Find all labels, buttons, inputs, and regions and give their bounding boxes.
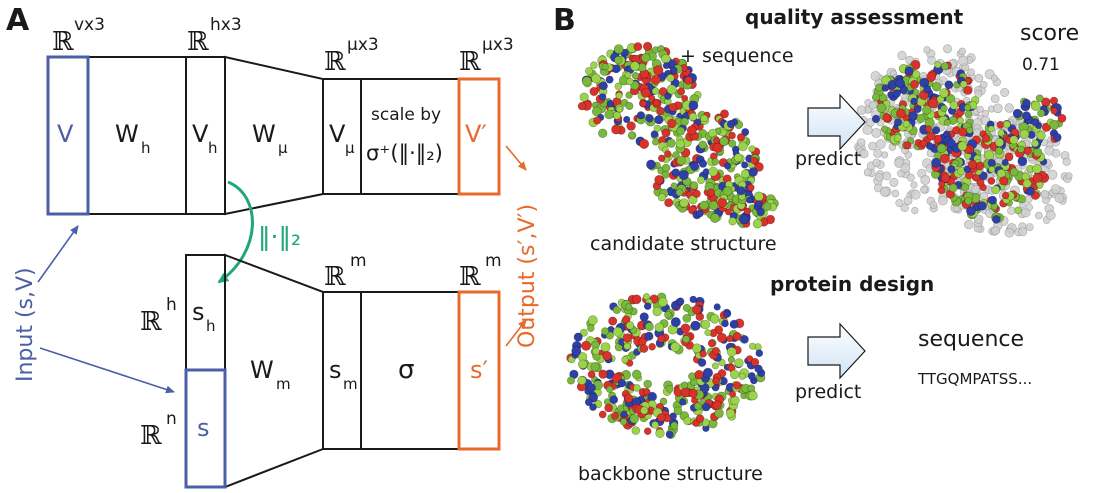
norm-label: ‖·‖₂ (258, 222, 301, 251)
output-label: Output (s′,V′) (515, 204, 540, 348)
dim-v3: ℝ vx3 (52, 15, 105, 57)
svg-text:ℝ: ℝ (140, 421, 162, 451)
svg-text:m: m (276, 375, 291, 393)
V-input-block (46, 55, 90, 216)
dim-h3: ℝ hx3 (187, 15, 242, 57)
backbone-structure-label: backbone structure (578, 463, 763, 485)
protein-design-title: protein design (770, 272, 934, 296)
s-label: s (197, 414, 210, 442)
input-arrow-s (39, 347, 175, 394)
norm-arrow (217, 180, 254, 284)
predict-label-bottom: predict (795, 381, 861, 403)
scale-by-label: scale by (371, 105, 441, 125)
sigma-label: σ (398, 355, 414, 385)
V-prime-label: V′ (465, 120, 487, 148)
svg-text:m: m (343, 375, 358, 393)
dim-m-out: ℝ m (459, 251, 502, 292)
svg-text:V: V (192, 120, 209, 148)
predict-arrow-top (807, 93, 866, 151)
input-arrow-V (37, 225, 79, 283)
svg-text:hx3: hx3 (210, 15, 242, 35)
svg-text:W: W (250, 356, 274, 384)
svg-text:W: W (115, 120, 139, 148)
dim-h: ℝ h (140, 295, 177, 337)
svg-text:W: W (252, 120, 276, 148)
dim-n: ℝ n (140, 409, 177, 451)
svg-text:h: h (206, 317, 216, 335)
svg-text:V: V (329, 120, 346, 148)
scale-block (360, 78, 460, 195)
dim-mu3: ℝ μx3 (324, 35, 379, 77)
panel-a-label: A (6, 3, 30, 38)
svg-text:ℝ: ℝ (324, 262, 346, 292)
dim-m: ℝ m (324, 251, 367, 292)
svg-text:h: h (166, 295, 177, 315)
svg-text:s: s (329, 356, 342, 384)
svg-text:ℝ: ℝ (459, 47, 481, 77)
sequence-value: TTGQMPATSS... (917, 370, 1032, 388)
backbone-structure-image (566, 292, 766, 439)
output-arrow-s (505, 319, 527, 347)
svg-text:μ: μ (345, 139, 355, 157)
svg-text:m: m (485, 251, 502, 271)
Wmu-label: W μ (252, 120, 288, 157)
score-label: score (1020, 21, 1079, 46)
sigma-plus-label: σ⁺(‖·‖₂) (366, 141, 443, 166)
Wm-trapezoid (224, 253, 324, 489)
s-prime-block (457, 290, 501, 451)
svg-text:μx3: μx3 (347, 35, 379, 55)
plus-sequence-label: + sequence (680, 45, 794, 67)
output-arrow-V (505, 145, 527, 171)
svg-text:ℝ: ℝ (459, 262, 481, 292)
svg-text:ℝ: ℝ (324, 47, 346, 77)
svg-text:m: m (350, 251, 367, 271)
input-label: Input (s,V) (13, 267, 38, 382)
Vmu-label: V μ (329, 120, 355, 157)
svg-text:s: s (192, 298, 205, 326)
sm-label: s m (329, 356, 358, 393)
svg-text:ℝ: ℝ (52, 27, 74, 57)
predict-arrow-bottom (807, 322, 866, 380)
sh-label: s h (192, 298, 216, 335)
s-prime-label: s′ (470, 356, 488, 384)
svg-text:h: h (208, 139, 218, 157)
svg-text:ℝ: ℝ (187, 27, 209, 57)
qa-title: quality assessment (745, 5, 964, 29)
candidate-structure-label: candidate structure (590, 233, 777, 255)
V-prime-block (457, 77, 501, 196)
Wh-label: W h (115, 120, 151, 157)
svg-text:μx3: μx3 (482, 35, 514, 55)
score-value: 0.71 (1022, 55, 1060, 75)
svg-text:μ: μ (278, 139, 288, 157)
svg-text:ℝ: ℝ (140, 307, 162, 337)
svg-text:h: h (141, 139, 151, 157)
s-input-block (184, 368, 227, 489)
scored-structure-image (854, 44, 1073, 238)
dim-mu3-out: ℝ μx3 (459, 35, 514, 77)
Vh-label: V h (192, 120, 218, 157)
svg-text:n: n (166, 409, 177, 429)
panel-b-label: B (553, 3, 576, 38)
predict-label-top: predict (795, 148, 861, 170)
candidate-structure-image (577, 41, 779, 229)
Wm-label: W m (250, 356, 291, 393)
V-label: V (57, 120, 74, 148)
svg-text:vx3: vx3 (74, 15, 105, 35)
sequence-label: sequence (918, 327, 1024, 352)
